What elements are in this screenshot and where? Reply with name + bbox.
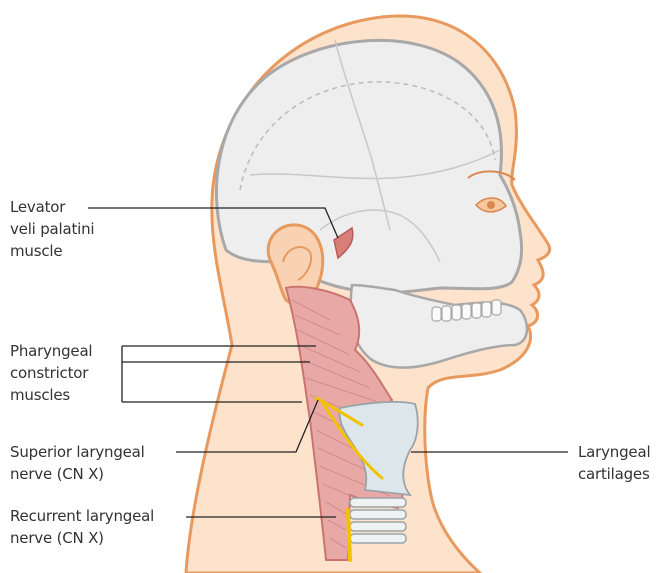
label-line: veli palatini <box>10 218 94 240</box>
label-levator-veli-palatini: Levator veli palatini muscle <box>10 196 94 262</box>
label-line: Levator <box>10 196 94 218</box>
label-pharyngeal-constrictor: Pharyngeal constrictor muscles <box>10 340 92 406</box>
label-line: Pharyngeal <box>10 340 92 362</box>
label-line: Laryngeal <box>578 441 650 463</box>
label-line: constrictor <box>10 362 92 384</box>
label-line: muscle <box>10 240 94 262</box>
label-recurrent-laryngeal-nerve: Recurrent laryngeal nerve (CN X) <box>10 505 154 549</box>
label-line: nerve (CN X) <box>10 463 145 485</box>
recurrent-laryngeal-nerve <box>348 510 350 560</box>
skull <box>216 40 521 292</box>
label-line: nerve (CN X) <box>10 527 154 549</box>
label-line: muscles <box>10 384 92 406</box>
label-superior-laryngeal-nerve: Superior laryngeal nerve (CN X) <box>10 441 145 485</box>
label-laryngeal-cartilages: Laryngeal cartilages <box>578 441 650 485</box>
label-line: Superior laryngeal <box>10 441 145 463</box>
label-line: Recurrent laryngeal <box>10 505 154 527</box>
label-line: cartilages <box>578 463 650 485</box>
